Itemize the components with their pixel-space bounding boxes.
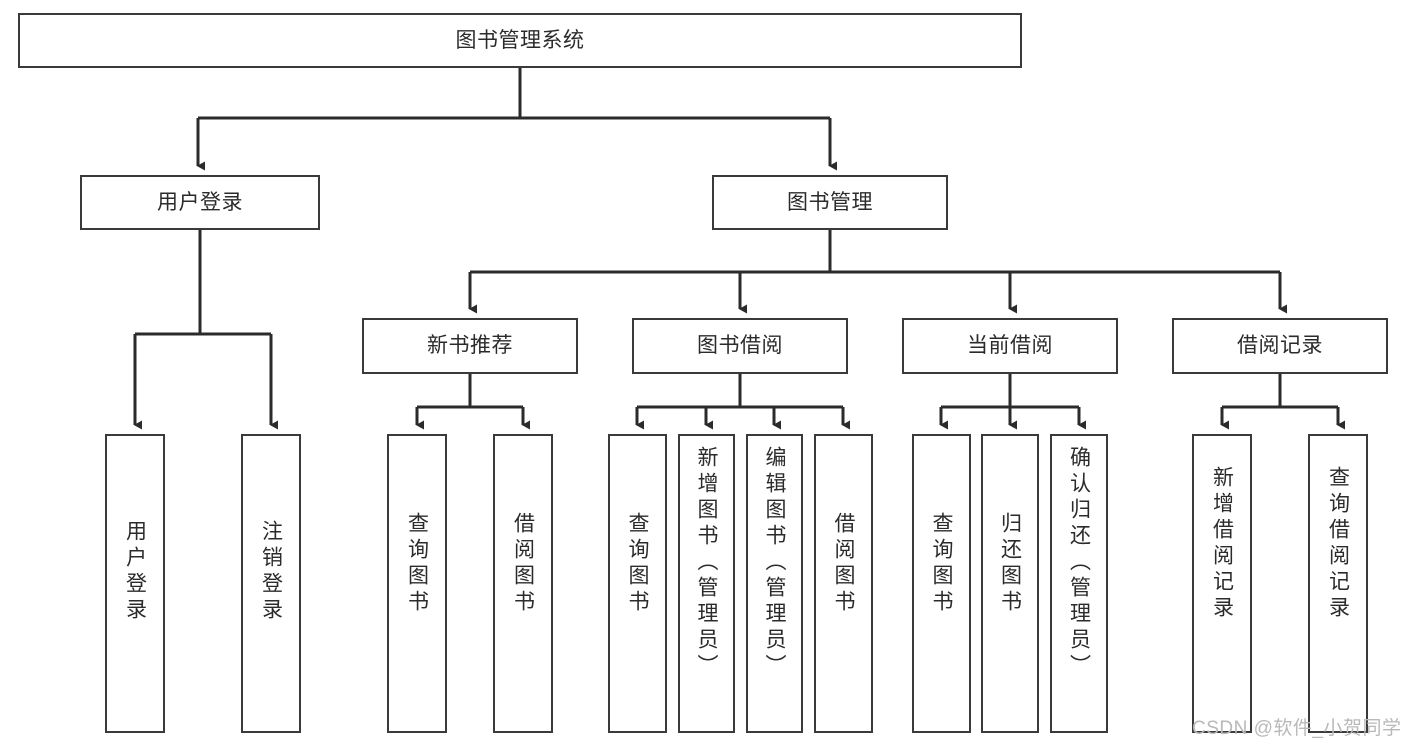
leaf-return-book[interactable]: 归还图书 <box>981 434 1039 733</box>
leaf-user-login[interactable]: 用户登录 <box>105 434 165 733</box>
leaf-borrow-book-2-label: 借阅图书 <box>832 512 855 616</box>
leaf-add-book[interactable]: 新增图书（管理员） <box>678 434 735 733</box>
node-borrow-record[interactable]: 借阅记录 <box>1172 318 1388 374</box>
node-root-label: 图书管理系统 <box>455 28 585 52</box>
node-new-book-recommend-label: 新书推荐 <box>427 334 513 358</box>
node-user-login-label: 用户登录 <box>157 190 243 214</box>
leaf-edit-book-label: 编辑图书（管理员） <box>763 446 786 680</box>
node-user-login[interactable]: 用户登录 <box>80 175 320 230</box>
node-current-borrow[interactable]: 当前借阅 <box>902 318 1118 374</box>
node-book-borrow-label: 图书借阅 <box>697 334 783 358</box>
leaf-add-book-label: 新增图书（管理员） <box>695 446 718 680</box>
leaf-borrow-book-1-label: 借阅图书 <box>511 512 535 616</box>
node-new-book-recommend[interactable]: 新书推荐 <box>362 318 578 374</box>
leaf-edit-book[interactable]: 编辑图书（管理员） <box>746 434 803 733</box>
node-book-borrow[interactable]: 图书借阅 <box>632 318 848 374</box>
leaf-confirm-return[interactable]: 确认归还（管理员） <box>1050 434 1108 733</box>
node-book-manage[interactable]: 图书管理 <box>712 175 948 230</box>
node-borrow-record-label: 借阅记录 <box>1237 334 1323 358</box>
leaf-confirm-return-label: 确认归还（管理员） <box>1067 446 1091 680</box>
leaf-add-record-label: 新增借阅记录 <box>1210 466 1234 622</box>
leaf-query-record-label: 查询借阅记录 <box>1326 466 1350 622</box>
leaf-return-book-label: 归还图书 <box>998 512 1022 616</box>
node-root[interactable]: 图书管理系统 <box>18 13 1022 68</box>
leaf-user-logout-label: 注销登录 <box>259 520 283 624</box>
leaf-borrow-book-1[interactable]: 借阅图书 <box>493 434 553 733</box>
leaf-query-book-2[interactable]: 查询图书 <box>608 434 667 733</box>
leaf-borrow-book-2[interactable]: 借阅图书 <box>814 434 873 733</box>
node-current-borrow-label: 当前借阅 <box>967 334 1053 358</box>
leaf-query-book-1-label: 查询图书 <box>405 512 429 616</box>
leaf-add-record[interactable]: 新增借阅记录 <box>1192 434 1252 733</box>
leaf-query-book-1[interactable]: 查询图书 <box>387 434 447 733</box>
leaf-query-book-3-label: 查询图书 <box>930 512 953 616</box>
leaf-query-record[interactable]: 查询借阅记录 <box>1308 434 1368 733</box>
leaf-user-logout[interactable]: 注销登录 <box>241 434 301 733</box>
leaf-query-book-3[interactable]: 查询图书 <box>912 434 971 733</box>
leaf-user-login-label: 用户登录 <box>123 520 147 624</box>
node-book-manage-label: 图书管理 <box>787 190 873 214</box>
leaf-query-book-2-label: 查询图书 <box>626 512 649 616</box>
